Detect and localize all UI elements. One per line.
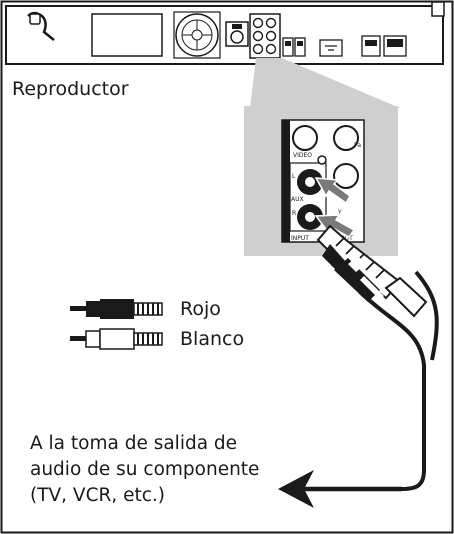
- destination-line-3: (TV, VCR, etc.): [30, 485, 166, 506]
- jack-label-pa: Pa: [354, 142, 361, 149]
- jack-label-y: Y: [337, 209, 342, 216]
- destination-line-2: audio de su componente: [30, 459, 260, 480]
- legend-white-label: Blanco: [180, 328, 245, 350]
- rca-cable: [316, 224, 439, 491]
- jack-label-video: VIDEO: [293, 152, 312, 159]
- destination-line-1: A la toma de salida de: [30, 433, 238, 454]
- rca-plug-icon-white: [70, 328, 163, 350]
- jack-label-aux: AUX: [291, 196, 304, 203]
- jack-label-input: INPUT: [291, 235, 309, 242]
- zoom-callout: [250, 58, 400, 108]
- zoomed-jack-panel: VIDEO Pa L AUX R INPUT Y OUT: [244, 106, 398, 256]
- power-cord-icon: [27, 11, 55, 41]
- jack-label-right: R: [292, 210, 296, 217]
- jack-label-out: OUT: [340, 235, 353, 242]
- insert-arrow-white-icon: [314, 214, 356, 238]
- arrow-icon: [278, 470, 402, 508]
- destination-label: A la toma de salida de audio de su compo…: [30, 431, 259, 509]
- fan-icon: [173, 11, 221, 59]
- player-label: Reproductor: [12, 78, 129, 100]
- player-rear-panel: [5, 1, 445, 65]
- rca-plug-icon-red: [70, 299, 163, 319]
- jack-label-left: L: [292, 173, 296, 180]
- insert-arrow-red-icon: [314, 177, 351, 205]
- label-plate: [91, 13, 163, 57]
- legend-red-label: Rojo: [180, 298, 221, 320]
